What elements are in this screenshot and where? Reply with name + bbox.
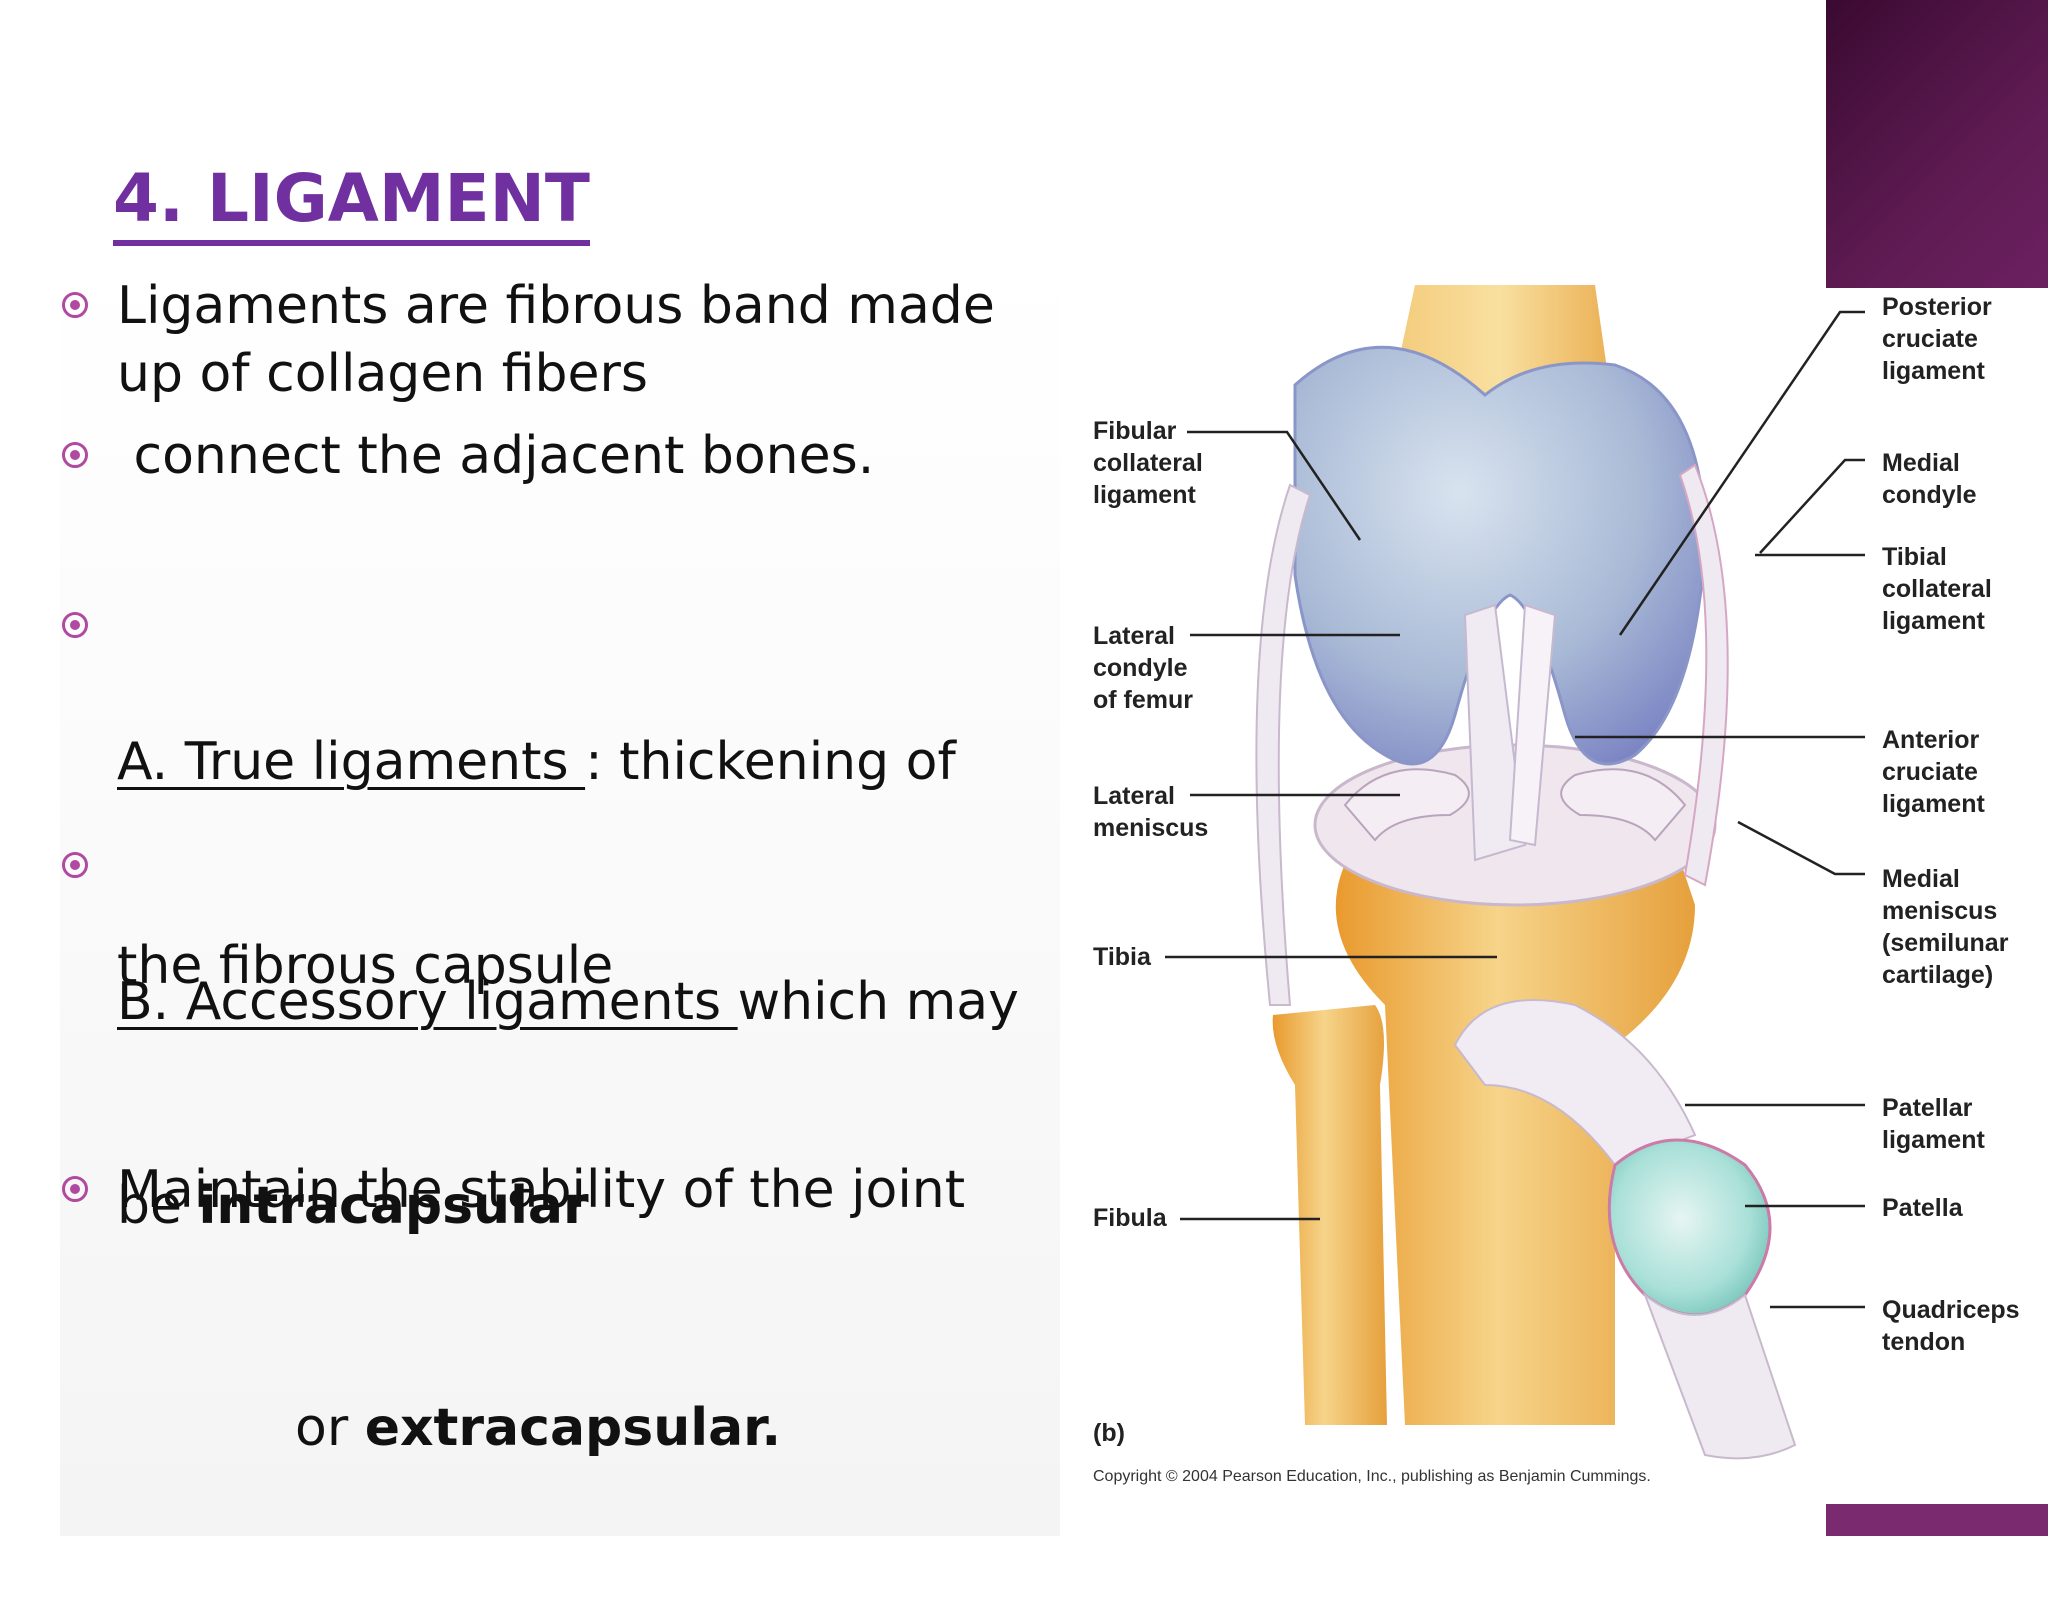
label-posterior-cruciate: Posterior cruciate ligament [1618,293,1992,636]
fibular-collateral-shape [1255,483,1312,1006]
label-patellar-ligament: Patellar ligament [1685,1094,1985,1154]
label-tibial-collateral-line-1: Tibial [1882,543,1947,571]
bullet-icon [62,612,88,638]
patellar-ligament-shape [1453,999,1697,1167]
label-quadriceps-tendon-line-2: tendon [1882,1328,1965,1356]
label-lateral-meniscus-line-1: Lateral [1093,782,1175,810]
label-patellar-ligament-line-1: Patellar [1882,1094,1973,1122]
bullet-2-text: connect the adjacent bones. [117,426,875,486]
label-patellar-ligament-line-2: ligament [1882,1126,1985,1154]
label-fibula-text: Fibula [1093,1204,1168,1232]
label-fibular-collateral-line-2: collateral [1093,449,1203,477]
intracapsular-term: intracapsular [198,1176,589,1236]
label-quadriceps-tendon-line-1: Quadriceps [1882,1296,2020,1324]
bullet-1-line-2: up of collagen fibers [117,344,649,404]
label-posterior-cruciate-line-3: ligament [1882,357,1985,385]
true-ligaments-term: A. True ligaments [117,732,586,792]
label-anterior-cruciate-line-3: ligament [1882,790,1985,818]
label-posterior-cruciate-line-1: Posterior [1882,293,1992,321]
accent-bar-bottom [1826,1504,2048,1536]
bullet-4-line-2-prefix: be [117,1176,199,1236]
label-medial-meniscus-line-1: Medial [1882,865,1960,893]
label-tibia-text: Tibia [1093,943,1152,971]
label-lateral-condyle: Lateral condyle of femur [1093,622,1400,714]
label-anterior-cruciate-line-2: cruciate [1882,758,1978,786]
label-medial-meniscus: Medial meniscus (semilunar cartilage) [1737,820,2009,989]
patella-bone [1607,1138,1772,1317]
label-tibial-collateral: Tibial collateral ligament [1755,543,1992,635]
extracapsular-term: extracapsular. [364,1398,782,1458]
bullet-icon [62,292,88,318]
label-tibia: Tibia [1093,943,1497,971]
label-medial-meniscus-line-3: (semilunar [1882,929,2009,957]
label-patella-text: Patella [1882,1194,1964,1222]
label-fibular-collateral-line-3: ligament [1093,481,1196,509]
label-anterior-cruciate-line-1: Anterior [1882,726,1980,754]
tibial-collateral-shape [1678,463,1729,887]
label-lateral-condyle-line-3: of femur [1093,686,1193,714]
bullet-1-line-1: Ligaments are fibrous band made [117,276,995,336]
label-medial-meniscus-line-4: cartilage) [1882,961,1993,989]
bullet-4-line-3-prefix: or [295,1398,365,1458]
slide-title: 4. LIGAMENT [113,160,590,246]
bullet-5-text: Maintain the stability of the joint [117,1160,966,1220]
content-panel-background [60,250,1060,1536]
label-tibial-collateral-line-2: collateral [1882,575,1992,603]
label-lateral-condyle-line-1: Lateral [1093,622,1175,650]
quadriceps-tendon-shape [1642,1291,1797,1460]
label-lateral-meniscus-line-2: meniscus [1093,814,1208,842]
femoral-condyles [1293,346,1707,766]
accent-bar-top [1826,0,2048,288]
label-medial-condyle-line-1: Medial [1882,449,1960,477]
fibula-bone [1272,1005,1387,1425]
label-lateral-meniscus: Lateral meniscus [1093,782,1400,842]
bullet-3-rest: : thickening of [585,732,956,792]
label-posterior-cruciate-line-2: cruciate [1882,325,1978,353]
label-fibula: Fibula [1093,1204,1320,1232]
medial-meniscus-shape [1560,768,1687,842]
lateral-meniscus-shape [1343,768,1470,842]
copyright-notice: Copyright © 2004 Pearson Education, Inc.… [1093,1468,1651,1485]
knee-joint-diagram: Fibular collateral ligament Lateral cond… [1093,285,2020,1485]
posterior-cruciate-shape [1508,603,1557,847]
label-medial-condyle: Medial condyle [1759,449,1977,554]
label-lateral-condyle-line-2: condyle [1093,654,1188,682]
label-fibular-collateral-line-1: Fibular [1093,417,1177,445]
accessory-ligaments-term: B. Accessory ligaments [117,972,738,1032]
label-quadriceps-tendon: Quadriceps tendon [1770,1296,2020,1356]
label-tibial-collateral-line-3: ligament [1882,607,1985,635]
panel-letter: (b) [1093,1419,1125,1447]
label-anterior-cruciate: Anterior cruciate ligament [1575,726,1985,818]
bullet-4-rest: which may [737,972,1019,1032]
tibia-bone [1335,845,1695,1425]
anterior-cruciate-shape [1463,603,1527,862]
bullet-icon [62,1176,88,1202]
bullet-icon [62,442,88,468]
label-medial-condyle-line-2: condyle [1882,481,1977,509]
label-fibular-collateral: Fibular collateral ligament [1093,417,1362,541]
label-patella: Patella [1745,1194,1964,1222]
bullet-icon [62,852,88,878]
label-medial-meniscus-line-2: meniscus [1882,897,1997,925]
bullet-3-line-2: the fibrous capsule [117,936,614,996]
